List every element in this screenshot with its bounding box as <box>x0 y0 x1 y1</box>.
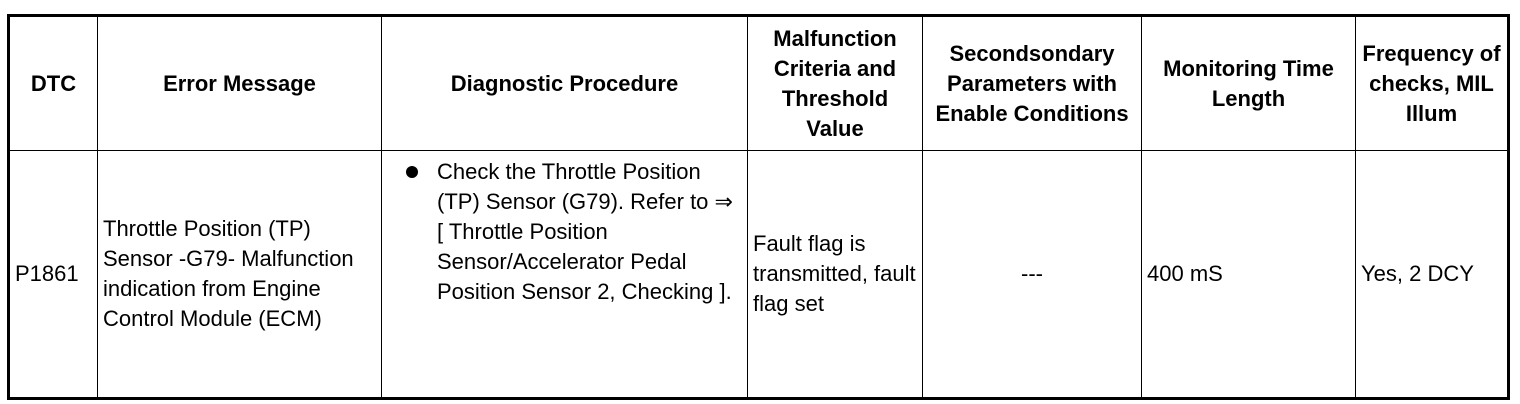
cell-monitoring-time: 400 mS <box>1141 150 1356 399</box>
cell-malfunction-criteria: Fault flag is transmitted, fault flag se… <box>747 150 923 399</box>
header-monitoring-time: Monitoring Time Length <box>1141 15 1356 151</box>
procedure-text: Check the Throttle Position (TP) Sensor … <box>437 159 733 304</box>
header-frequency: Frequency of checks, MIL Illum <box>1355 15 1509 151</box>
bullet-icon <box>406 166 418 178</box>
table-row: P1861 Throttle Position (TP) Sensor -G79… <box>8 150 1509 399</box>
procedure-list: Check the Throttle Position (TP) Sensor … <box>387 157 742 307</box>
header-error-message: Error Message <box>97 15 382 151</box>
header-row: DTC Error Message Diagnostic Procedure M… <box>8 15 1509 151</box>
cell-frequency: Yes, 2 DCY <box>1355 150 1509 399</box>
cell-diagnostic-procedure: Check the Throttle Position (TP) Sensor … <box>381 150 748 399</box>
header-diagnostic-procedure: Diagnostic Procedure <box>381 15 748 151</box>
header-dtc: DTC <box>8 15 98 151</box>
header-secondary-parameters: Secondsondary Parameters with Enable Con… <box>922 15 1142 151</box>
cell-dtc-code: P1861 <box>8 150 98 399</box>
header-malfunction-criteria: Malfunction Criteria and Threshold Value <box>747 15 923 151</box>
cell-secondary-parameters: --- <box>922 150 1142 399</box>
cell-error-message: Throttle Position (TP) Sensor -G79- Malf… <box>97 150 382 399</box>
dtc-table: DTC Error Message Diagnostic Procedure M… <box>7 14 1510 400</box>
procedure-item: Check the Throttle Position (TP) Sensor … <box>406 157 742 307</box>
